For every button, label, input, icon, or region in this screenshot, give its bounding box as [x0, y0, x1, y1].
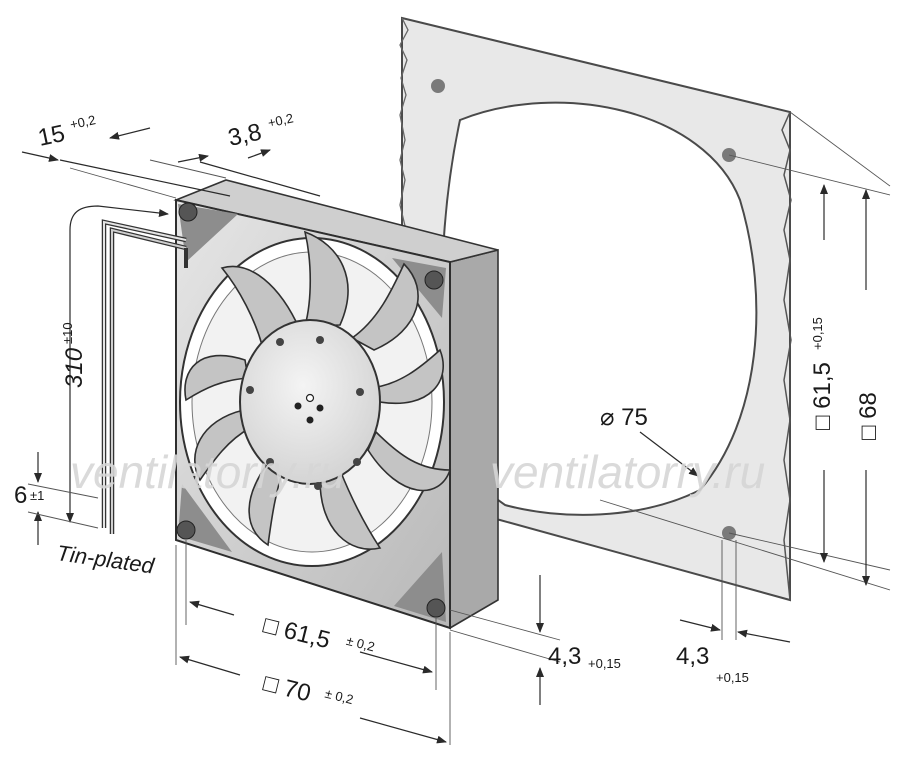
mounting-panel [399, 16, 792, 602]
depth-value: 15 [36, 120, 68, 152]
impeller [184, 230, 452, 550]
frame-size-value: □ 70 [261, 670, 314, 708]
fan-hole-top-left [178, 202, 198, 222]
hub [239, 319, 381, 490]
lead-strip-tol: ±1 [30, 488, 44, 503]
frame-size-tol: ± 0,2 [323, 686, 355, 708]
lead-length-tol: ±10 [60, 322, 75, 344]
panel-hole-pitch-tol: +0,15 [810, 317, 825, 350]
rim-value: 3,8 [226, 119, 264, 152]
fan-hole-top-right [424, 270, 444, 290]
lead-length-value: 310 [61, 347, 88, 388]
hole-offset-panel-value: 4,3 [676, 643, 709, 670]
leads-note: Tin-plated [55, 540, 156, 578]
dimension-lines [21, 111, 891, 745]
panel-hole-pitch-value: □ 61,5 [809, 362, 836, 430]
lead-wires [101, 219, 188, 534]
fan-hole-bottom-right [426, 598, 446, 618]
hole-offset-fan-value: 4,3 [548, 643, 581, 670]
hole-offset-fan-tol: +0,15 [588, 656, 621, 671]
depth-tol: +0,2 [69, 112, 97, 132]
panel-hole-top-left [431, 79, 445, 93]
fan-hole-bottom-left [176, 520, 196, 540]
rim-tol: +0,2 [267, 110, 295, 130]
hole-pitch-value: □ 61,5 [261, 612, 333, 655]
lead-strip-value: 6 [14, 482, 27, 509]
panel-size-value: □ 68 [855, 392, 882, 440]
hole-offset-panel-tol: +0,15 [716, 670, 749, 685]
cutout-diameter: ⌀ 75 [600, 404, 648, 431]
watermark-right: ventilatorry.ru [490, 446, 765, 498]
watermark-left: ventilatorry.ru [70, 446, 345, 498]
hole-pitch-tol: ± 0,2 [345, 633, 377, 655]
